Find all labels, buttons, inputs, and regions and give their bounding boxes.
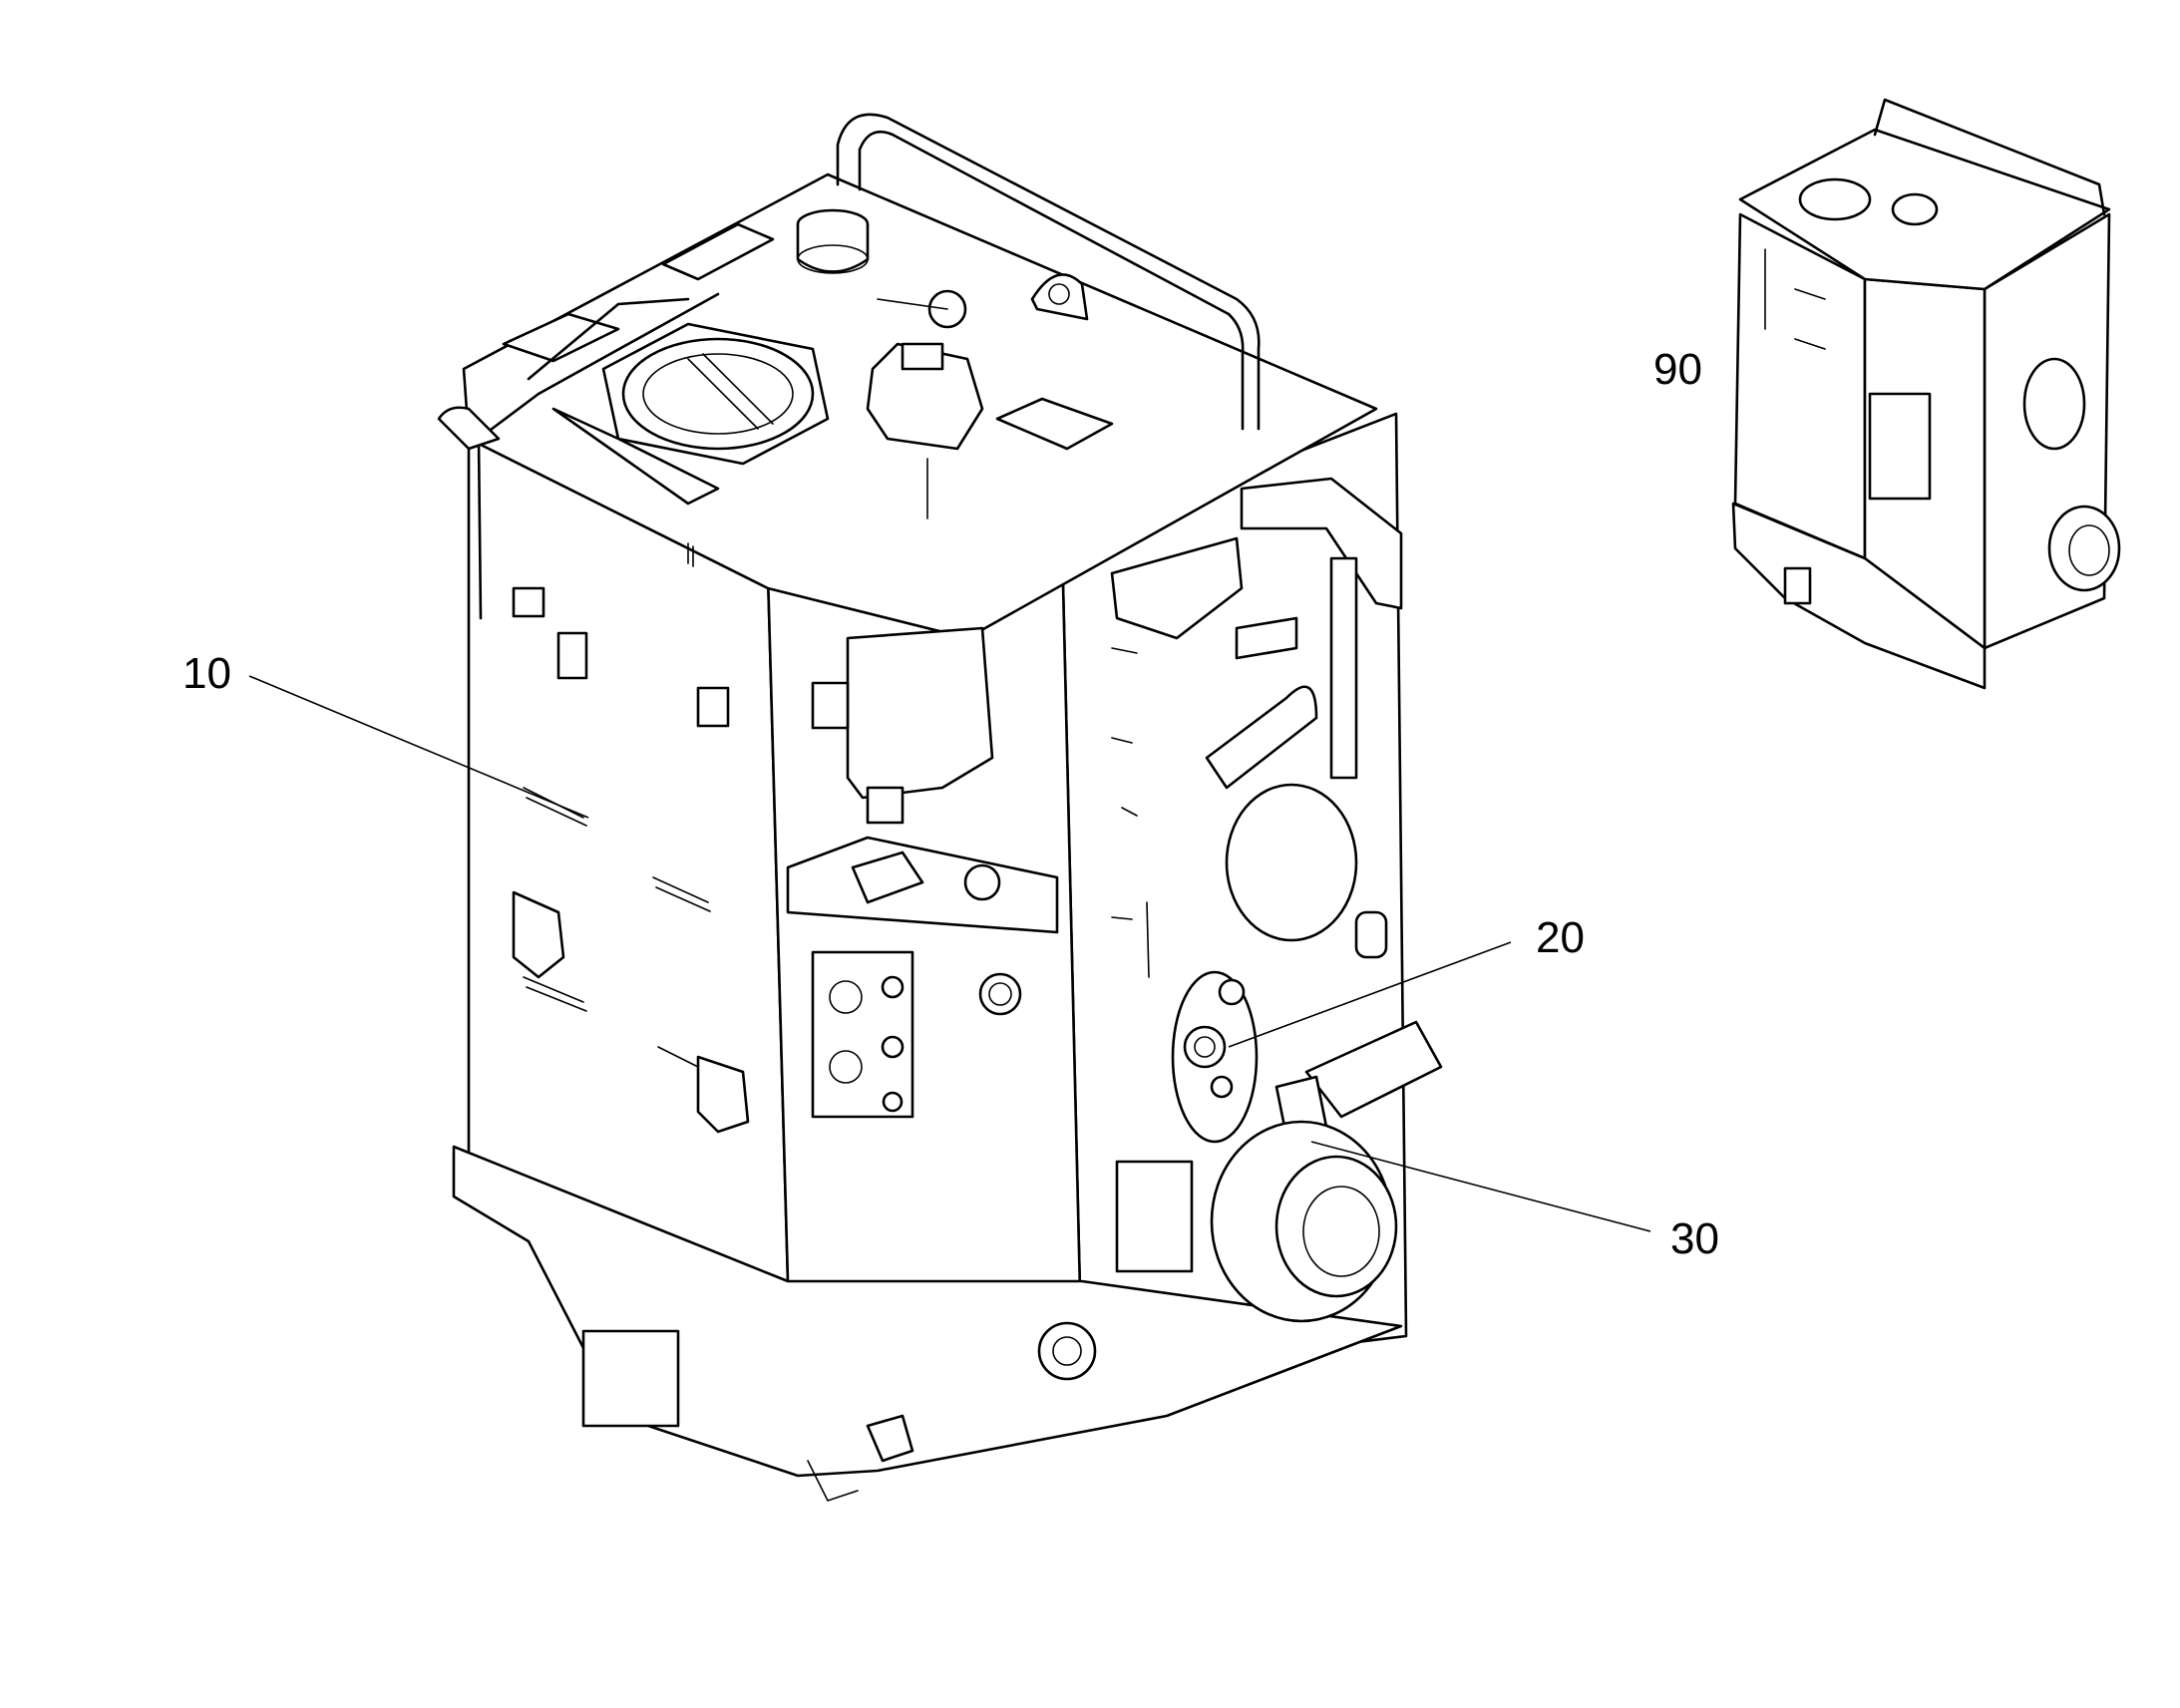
part-20-flange — [1171, 970, 1259, 1144]
lifting-eye — [1030, 273, 1089, 321]
leader-line-30 — [1310, 1141, 1651, 1232]
main-tank-assembly — [437, 113, 1443, 1502]
sensor-cable — [477, 292, 720, 620]
part-30-coupling — [1115, 1020, 1443, 1323]
callout-30: 30 — [1310, 1141, 1719, 1263]
callout-label-20: 20 — [1536, 913, 1585, 962]
inset-bottom-sump — [1731, 502, 1987, 690]
callout-90: 90 — [1653, 345, 1702, 394]
top-inspection-opening — [601, 322, 830, 466]
callout-label-10: 10 — [182, 649, 231, 698]
inspection-cover — [1225, 783, 1358, 942]
top-pad-1 — [502, 312, 620, 363]
top-pad-2 — [661, 222, 775, 281]
level-gauge — [1329, 556, 1358, 780]
center-bracket — [846, 626, 994, 800]
inset-assembly-view — [1731, 98, 2121, 690]
right-bracket-top — [1240, 477, 1403, 610]
left-bracket-1 — [512, 890, 565, 979]
filler-cap — [796, 208, 870, 274]
drain-block — [581, 1329, 680, 1428]
top-pad-3 — [995, 397, 1114, 451]
leader-line-20 — [1228, 941, 1512, 1048]
left-face-pad — [512, 586, 545, 618]
valve-manifold — [786, 836, 1059, 1119]
tank-bottom-sump — [452, 1145, 1403, 1478]
left-bracket-2 — [696, 1055, 750, 1134]
top-pad-4 — [551, 407, 720, 506]
callout-20: 20 — [1228, 913, 1585, 1048]
callout-10: 10 — [182, 649, 589, 819]
top-carry-handle — [836, 113, 1261, 431]
callout-label-90: 90 — [1653, 345, 1702, 394]
leader-line-10 — [248, 675, 589, 819]
breather-valve — [866, 289, 984, 519]
callout-label-30: 30 — [1670, 1214, 1719, 1263]
